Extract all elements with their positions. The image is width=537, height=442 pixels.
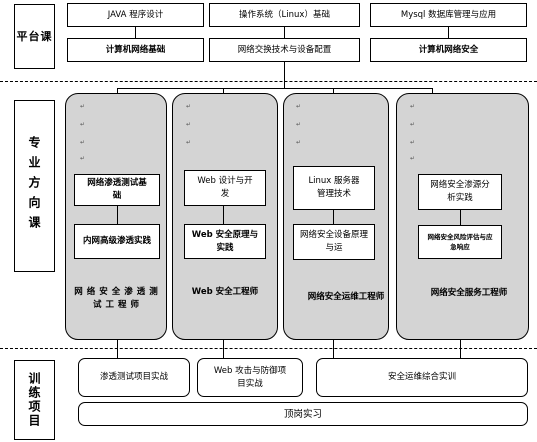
platform-course-switching: 网络交换技术与设备配置 (209, 38, 360, 62)
direction-panel-web (172, 93, 278, 340)
direction-panel-service (396, 93, 529, 340)
connector-mysql-security (448, 27, 449, 38)
direction-2-course-1: Web 设计与开发 (184, 170, 266, 206)
paragraph-mark: ↵ (296, 103, 302, 110)
direction-2-course-1-label: Web 设计与开发 (197, 176, 253, 199)
paragraph-mark: ↵ (296, 121, 302, 128)
training-project-ops-label: 安全运维综合实训 (387, 372, 456, 382)
platform-course-network-security: 计算机网络安全 (370, 38, 527, 62)
platform-course-switching-label: 网络交换技术与设备配置 (237, 44, 332, 55)
connector-java-network (135, 27, 136, 38)
section-label-platform: 平台课 (14, 4, 55, 69)
platform-course-mysql: Mysql 数据库管理与应用 (370, 3, 527, 27)
paragraph-mark: ↵ (410, 121, 416, 128)
paragraph-mark: ↵ (186, 103, 192, 110)
section-label-training: 训练项目 (14, 360, 55, 440)
direction-4-course-2-label: 网络安全风险评估与应急响应 (427, 233, 493, 251)
training-internship-label: 顶岗实习 (283, 408, 322, 420)
platform-course-network-basics: 计算机网络基础 (67, 38, 204, 62)
paragraph-mark: ↵ (186, 139, 192, 146)
connector-d1-train (117, 340, 118, 358)
connector-bus (117, 88, 433, 89)
separator-platform-direction (0, 81, 537, 82)
connector-d1-c1-c2 (117, 206, 118, 224)
paragraph-mark: ↵ (410, 139, 416, 146)
training-project-web-label: Web 攻击与防御项目实战 (213, 365, 287, 389)
direction-3-course-1-label: Linux 服务器管理技术 (308, 176, 360, 199)
training-internship: 顶岗实习 (78, 402, 528, 426)
separator-direction-training (0, 348, 537, 349)
direction-4-title-text: 网络安全服务工程师 (430, 288, 508, 298)
direction-3-course-2-label: 网络安全设备原理与运 (300, 230, 369, 253)
direction-2-title: Web 安全工程师 (174, 286, 276, 299)
paragraph-mark: ↵ (80, 155, 86, 162)
paragraph-mark: ↵ (80, 139, 86, 146)
direction-panel-pentest (65, 93, 167, 340)
section-label-training-text: 训练项目 (27, 372, 41, 428)
direction-4-course-1: 网络安全渗源分析实践 (418, 174, 502, 210)
direction-3-title: 网络安全运维工程师 (290, 291, 402, 304)
platform-course-linux-label: 操作系统（Linux）基础 (239, 9, 330, 20)
direction-4-course-1-label: 网络安全渗源分析实践 (430, 180, 490, 203)
paragraph-mark: ↵ (410, 103, 416, 110)
direction-1-course-2-label: 内网高级渗透实践 (82, 236, 151, 246)
direction-1-title: 网络安全渗透测试工程师 (73, 286, 163, 312)
connector-d2-c1-c2 (223, 206, 224, 224)
section-label-platform-text: 平台课 (16, 29, 53, 43)
connector-d2-train (223, 340, 224, 358)
connector-trunk (284, 62, 285, 88)
platform-course-linux: 操作系统（Linux）基础 (209, 3, 360, 27)
direction-2-course-2: Web 安全原理与实践 (184, 224, 266, 259)
training-project-web: Web 攻击与防御项目实战 (197, 358, 303, 397)
platform-course-java: JAVA 程序设计 (67, 3, 204, 27)
direction-4-course-2: 网络安全风险评估与应急响应 (418, 225, 502, 259)
platform-course-network-security-label: 计算机网络安全 (418, 44, 479, 55)
platform-course-java-label: JAVA 程序设计 (107, 9, 164, 20)
direction-1-course-1: 网络渗透测试基础 (74, 174, 160, 206)
direction-1-title-text: 网络安全渗透测试工程师 (74, 287, 162, 310)
platform-course-mysql-label: Mysql 数据库管理与应用 (400, 9, 497, 20)
direction-3-title-text: 网络安全运维工程师 (307, 292, 385, 302)
connector-linux-switch (284, 27, 285, 38)
direction-3-course-2: 网络安全设备原理与运 (293, 224, 375, 260)
connector-d3-train (333, 340, 334, 358)
direction-panel-ops (283, 93, 389, 340)
connector-d3-c1-c2 (333, 210, 334, 224)
training-project-pentest-label: 渗透测试项目实战 (99, 372, 168, 382)
paragraph-mark: ↵ (296, 139, 302, 146)
training-project-ops: 安全运维综合实训 (316, 358, 528, 397)
paragraph-mark: ↵ (186, 121, 192, 128)
direction-2-course-2-label: Web 安全原理与实践 (191, 229, 259, 253)
paragraph-mark: ↵ (80, 121, 86, 128)
direction-4-title: 网络安全服务工程师 (407, 287, 531, 300)
training-project-pentest: 渗透测试项目实战 (78, 358, 190, 397)
section-label-direction: 专业方向课 (14, 100, 55, 272)
connector-d4-c1-c2 (460, 210, 461, 225)
paragraph-mark: ↵ (80, 103, 86, 110)
section-label-direction-text: 专业方向课 (27, 136, 41, 236)
platform-course-network-basics-label: 计算机网络基础 (105, 44, 166, 55)
paragraph-mark: ↵ (410, 155, 416, 162)
direction-3-course-1: Linux 服务器管理技术 (293, 166, 375, 210)
connector-d4-train (460, 340, 461, 358)
direction-1-course-1-label: 网络渗透测试基础 (87, 178, 147, 201)
direction-1-course-2: 内网高级渗透实践 (74, 224, 160, 259)
direction-2-title-text: Web 安全工程师 (191, 287, 259, 297)
